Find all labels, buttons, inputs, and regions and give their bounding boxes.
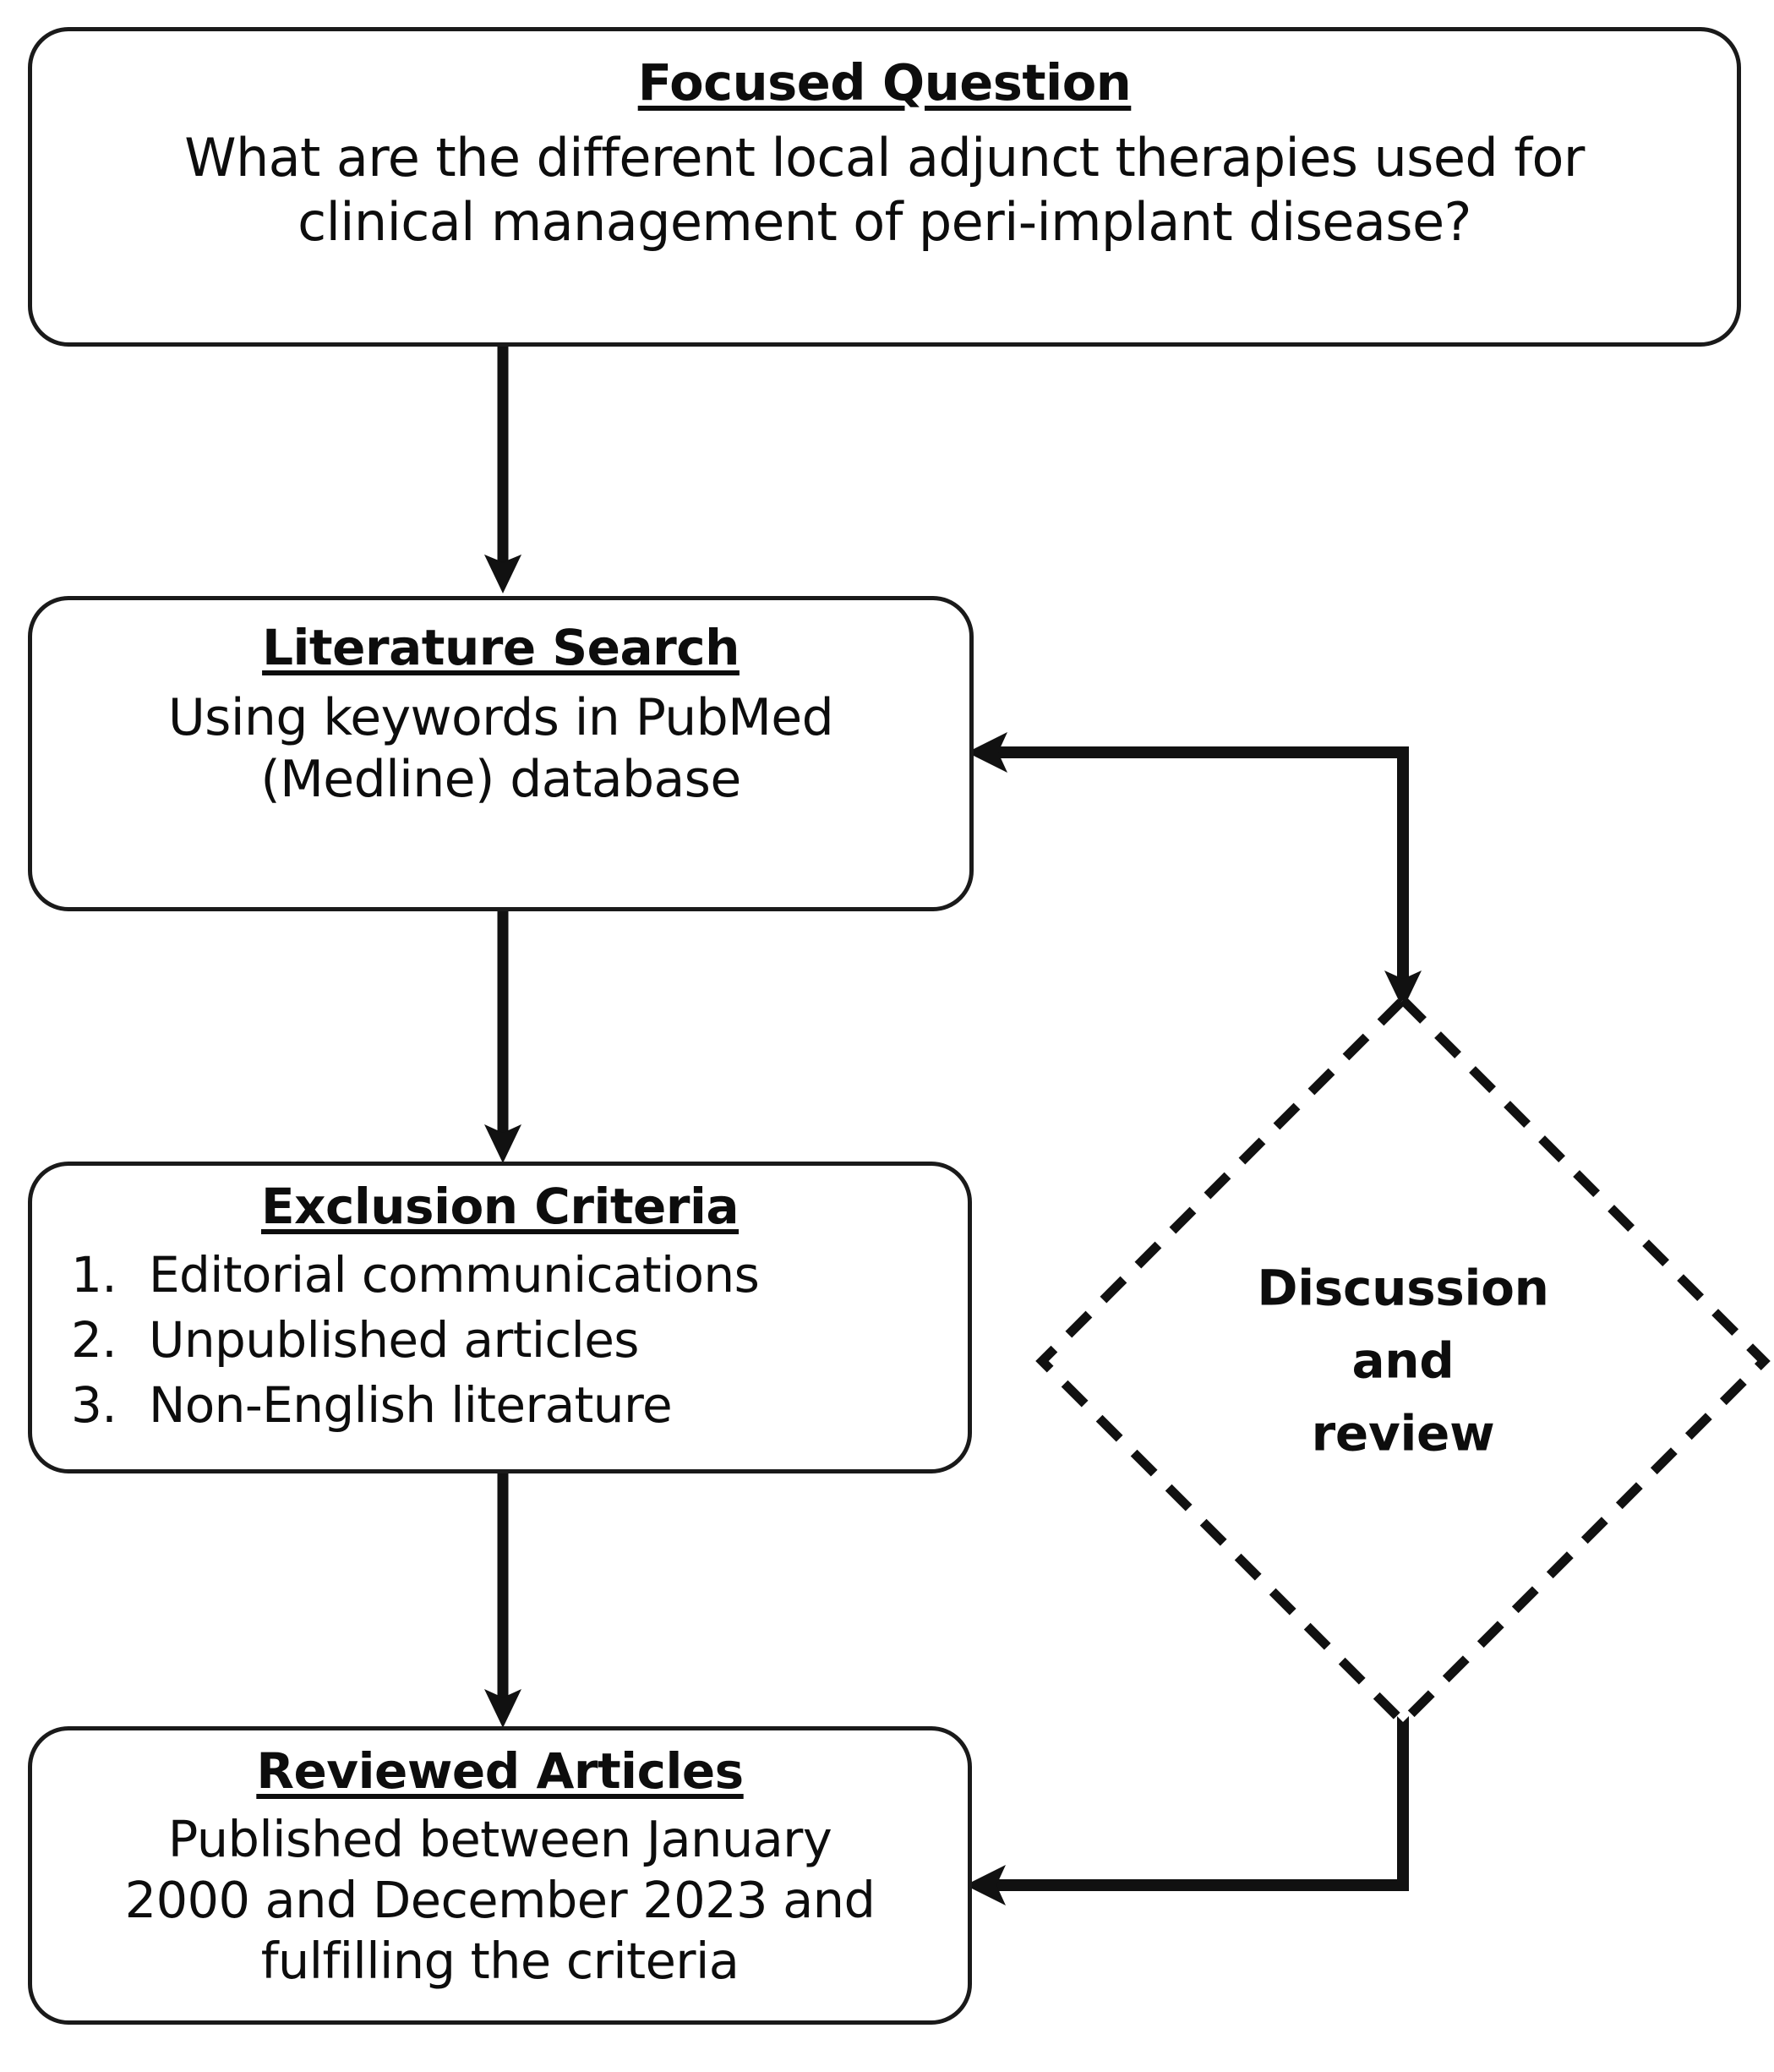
- dashed-diamond-icon: [1035, 993, 1771, 1729]
- list-item-label: Unpublished articles: [149, 1311, 640, 1369]
- list-item-label: Editorial communications: [149, 1245, 760, 1304]
- arrow-exclusion-criteria-to-reviewed-articles: [484, 1473, 521, 1728]
- node-discussion-review: Discussion and review: [1035, 993, 1771, 1729]
- literature-search-title: Literature Search: [262, 619, 740, 676]
- list-item: 1. Editorial communications: [71, 1243, 760, 1308]
- literature-search-body-line-2: (Medline) database: [260, 750, 741, 810]
- exclusion-criteria-list: 1. Editorial communications 2. Unpublish…: [71, 1243, 760, 1438]
- reviewed-articles-body-line-1: Published between January: [167, 1809, 832, 1868]
- discussion-review-label-line-2: and: [1351, 1331, 1455, 1390]
- node-reviewed-articles: Reviewed Articles Published between Janu…: [28, 1726, 972, 2025]
- literature-search-body-line-1: Using keywords in PubMed: [167, 687, 834, 747]
- reviewed-articles-body-line-2: 2000 and December 2023 and: [124, 1870, 876, 1929]
- list-item-number: 1.: [71, 1245, 117, 1304]
- list-item-number: 3.: [71, 1376, 117, 1435]
- discussion-review-label: Discussion and review: [1166, 1252, 1640, 1469]
- reviewed-articles-title: Reviewed Articles: [256, 1742, 744, 1800]
- focused-question-body-line-2: clinical management of peri-implant dise…: [297, 190, 1471, 253]
- reviewed-articles-body-line-3: fulfilling the criteria: [260, 1931, 740, 1990]
- arrow-discussion-review-to-literature-search: [967, 732, 1422, 1009]
- node-focused-question: Focused Question What are the different …: [28, 27, 1741, 347]
- node-exclusion-criteria: Exclusion Criteria 1. Editorial communic…: [28, 1162, 972, 1473]
- focused-question-body-line-1: What are the different local adjunct the…: [184, 127, 1585, 189]
- discussion-review-label-line-3: review: [1311, 1403, 1495, 1462]
- focused-question-body: What are the different local adjunct the…: [184, 126, 1585, 254]
- focused-question-title: Focused Question: [637, 53, 1132, 112]
- arrow-focused-question-to-literature-search: [484, 345, 521, 593]
- node-literature-search: Literature Search Using keywords in PubM…: [28, 596, 974, 911]
- exclusion-criteria-title: Exclusion Criteria: [260, 1178, 740, 1235]
- arrow-literature-search-to-exclusion-criteria: [484, 911, 521, 1163]
- reviewed-articles-body: Published between January 2000 and Decem…: [125, 1809, 876, 1992]
- discussion-review-label-line-1: Discussion: [1257, 1259, 1549, 1317]
- list-item: 2. Unpublished articles: [71, 1308, 759, 1373]
- list-item-label: Non-English literature: [149, 1376, 673, 1435]
- literature-search-body: Using keywords in PubMed (Medline) datab…: [167, 687, 834, 811]
- list-item-number: 2.: [71, 1311, 117, 1369]
- list-item: 3. Non-English literature: [71, 1373, 759, 1438]
